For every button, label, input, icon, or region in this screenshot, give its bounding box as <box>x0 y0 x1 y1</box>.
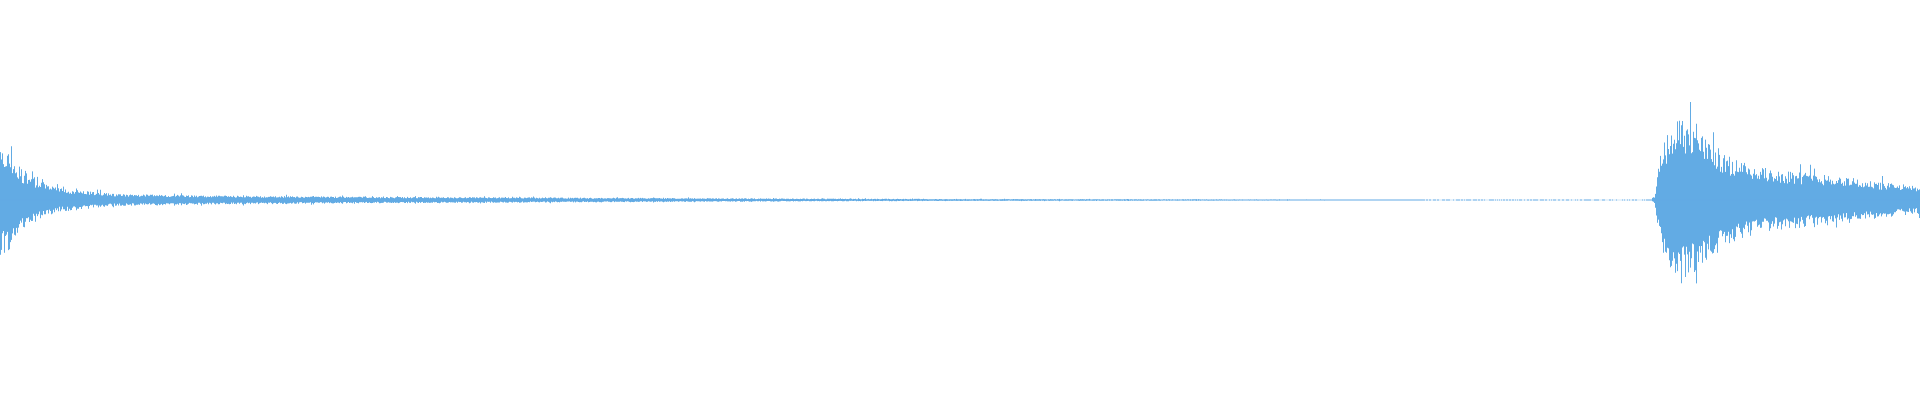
audio-waveform-view[interactable] <box>0 0 1920 400</box>
waveform-canvas[interactable] <box>0 0 1920 400</box>
